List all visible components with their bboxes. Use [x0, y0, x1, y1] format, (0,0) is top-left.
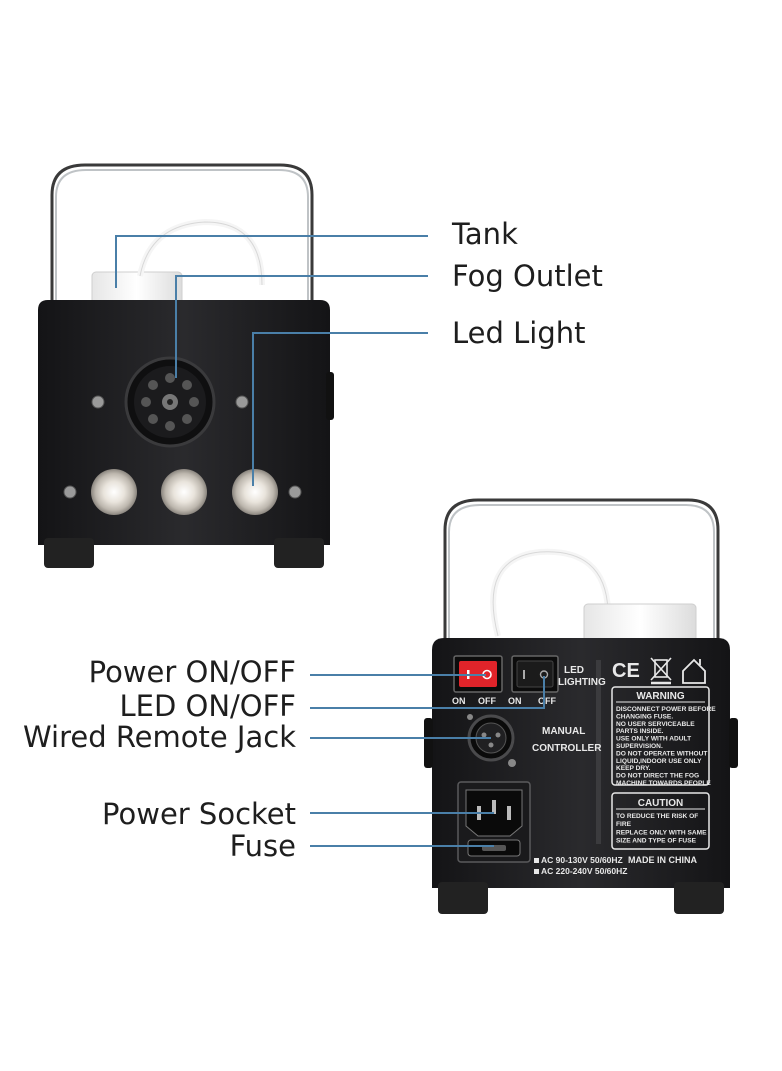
warning-lines-text: DISCONNECT POWER BEFORE [616, 706, 716, 713]
led-switch-leader [310, 676, 545, 709]
front-handle [50, 163, 314, 300]
warning-lines-text: MACHINE TOWARDS PEOPLE [616, 780, 711, 787]
ce-mark: CE [612, 660, 640, 682]
led-light-2 [161, 469, 207, 515]
rear-machine: LED LIGHTING ON OFF ON OFF MANUAL CONTRO… [424, 498, 738, 914]
warning-label: WARNING DISCONNECT POWER BEFORECHANGING … [611, 686, 716, 787]
led-lighting-text-2: LIGHTING [558, 677, 606, 688]
on-text-2: ON [508, 696, 522, 706]
rear-foot-left [438, 882, 488, 914]
power-socket [457, 781, 531, 863]
tank-leader [115, 235, 428, 288]
caution-lines-text: REPLACE ONLY WITH SAME [616, 829, 707, 836]
warning-lines-text: CHANGING FUSE. [616, 713, 673, 720]
led-light-label: Led Light [452, 316, 586, 350]
front-foot-right [274, 538, 324, 568]
warning-lines-text: DO NOT OPERATE WITHOUT [616, 750, 707, 757]
fog-outlet-leader [175, 275, 428, 378]
warning-title: WARNING [636, 691, 685, 702]
led-light-3 [232, 469, 278, 515]
caution-title: CAUTION [638, 798, 684, 809]
rear-handle [443, 498, 720, 640]
warning-lines-text: USE ONLY WITH ADULT [616, 736, 691, 743]
voltage-text-2: AC 220-240V 50/60HZ [541, 866, 627, 876]
screw-icon [91, 395, 105, 409]
power-switch-label: Power ON/OFF [88, 655, 296, 689]
manual-text-1: MANUAL [542, 726, 585, 737]
caution-lines-text: TO REDUCE THE RISK OF [616, 813, 698, 820]
led-light-leader [252, 332, 428, 486]
weee-bin-icon [650, 657, 672, 685]
screw-icon [235, 395, 249, 409]
off-text-1: OFF [478, 696, 496, 706]
warning-lines-text: LIQUID,INDOOR USE ONLY [616, 758, 702, 765]
power-socket-label: Power Socket [102, 797, 296, 831]
screw-icon [63, 485, 77, 499]
warning-lines-text: DO NOT DIRECT THE FOG [616, 773, 699, 780]
fog-outlet-label: Fog Outlet [452, 259, 603, 293]
tank-label: Tank [452, 217, 518, 251]
remote-jack-label: Wired Remote Jack [22, 720, 296, 754]
caution-lines-text: SIZE AND TYPE OF FUSE [616, 838, 697, 845]
front-leader-lines [115, 235, 428, 486]
front-foot-left [44, 538, 94, 568]
warning-lines-text: KEEP DRY. [616, 765, 651, 772]
led-light-1 [91, 469, 137, 515]
indoor-house-icon [682, 658, 706, 684]
on-text-1: ON [452, 696, 466, 706]
warning-lines-text: PARTS INSIDE. [616, 728, 664, 735]
warning-lines-text: NO USER SERVICEABLE [616, 721, 695, 728]
led-lighting-text-1: LED [564, 665, 584, 676]
screw-icon [288, 485, 302, 499]
made-in-text: MADE IN CHINA [628, 855, 697, 865]
caution-lines-text: FIRE [616, 821, 632, 828]
front-machine [38, 163, 334, 568]
voltage-text-1: AC 90-130V 50/60HZ [541, 855, 623, 865]
fog-outlet-nozzle [124, 356, 216, 448]
fuse-label: Fuse [229, 829, 296, 863]
rear-leader-lines [310, 674, 545, 847]
rear-foot-right [674, 882, 724, 914]
led-switch-label: LED ON/OFF [119, 689, 296, 723]
off-text-2: OFF [538, 696, 556, 706]
led-switch [511, 655, 559, 693]
manual-text-2: CONTROLLER [532, 743, 602, 754]
caution-label: CAUTION TO REDUCE THE RISK OFFIREREPLACE… [611, 792, 710, 850]
warning-lines-text: SUPERVISION. [616, 743, 663, 750]
